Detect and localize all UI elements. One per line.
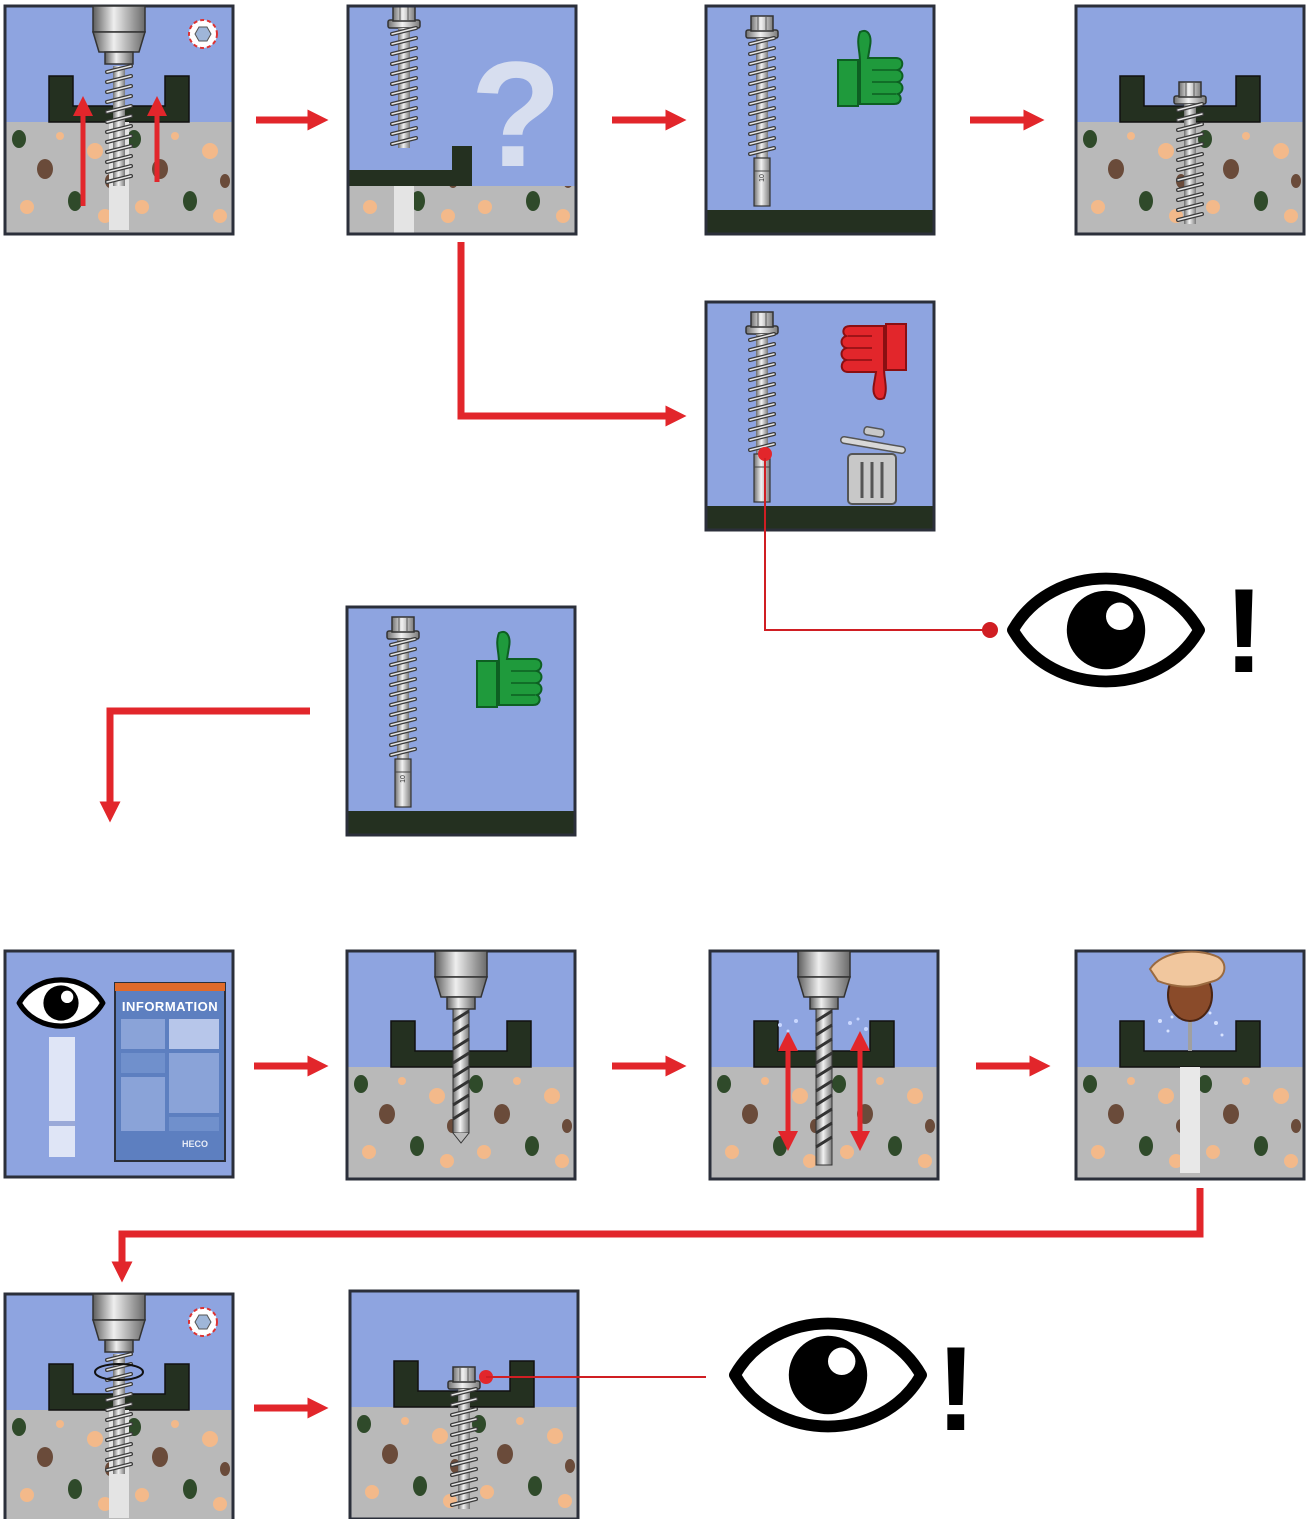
panel-setting-check bbox=[3, 4, 235, 236]
panel-clean-hole bbox=[708, 949, 940, 1181]
brand-logo: HECO bbox=[182, 1139, 208, 1149]
panel-read-information: INFORMATION HECO bbox=[3, 949, 235, 1179]
eye-icon bbox=[19, 980, 103, 1026]
eye-icon bbox=[1013, 579, 1199, 682]
panel-final-check bbox=[348, 1289, 580, 1519]
panel-screw-ok-2: 10 bbox=[345, 605, 577, 837]
torque-wrench-icon bbox=[188, 19, 218, 49]
panel-drill-hole bbox=[345, 949, 577, 1181]
panel-blow-out-hole bbox=[1074, 949, 1306, 1181]
flow-arrow bbox=[99, 707, 310, 823]
branch-arrow bbox=[457, 242, 687, 427]
panel-set-screw bbox=[3, 1292, 235, 1519]
flow-arrow bbox=[111, 1188, 1204, 1283]
panel-screw-ok: 10 bbox=[704, 4, 936, 236]
rotation-indicator bbox=[94, 1363, 144, 1381]
eye-icon bbox=[735, 1324, 921, 1427]
panel-reinstall bbox=[1074, 4, 1306, 236]
torque-wrench-icon bbox=[188, 1307, 218, 1337]
screw-marking: 10 bbox=[400, 775, 407, 783]
trash-can-icon bbox=[840, 426, 906, 505]
question-mark-icon: ? bbox=[470, 30, 562, 198]
document-title: INFORMATION bbox=[122, 999, 218, 1014]
exclamation-icon: ! bbox=[1224, 564, 1264, 698]
thumbs-down-icon bbox=[840, 323, 907, 400]
exclamation-icon: ! bbox=[936, 1322, 976, 1456]
panel-screw-rejected bbox=[704, 300, 936, 532]
screw-marking: 10 bbox=[759, 174, 766, 182]
inspect-connector bbox=[764, 458, 990, 631]
panel-check-screw: ? bbox=[346, 4, 578, 236]
